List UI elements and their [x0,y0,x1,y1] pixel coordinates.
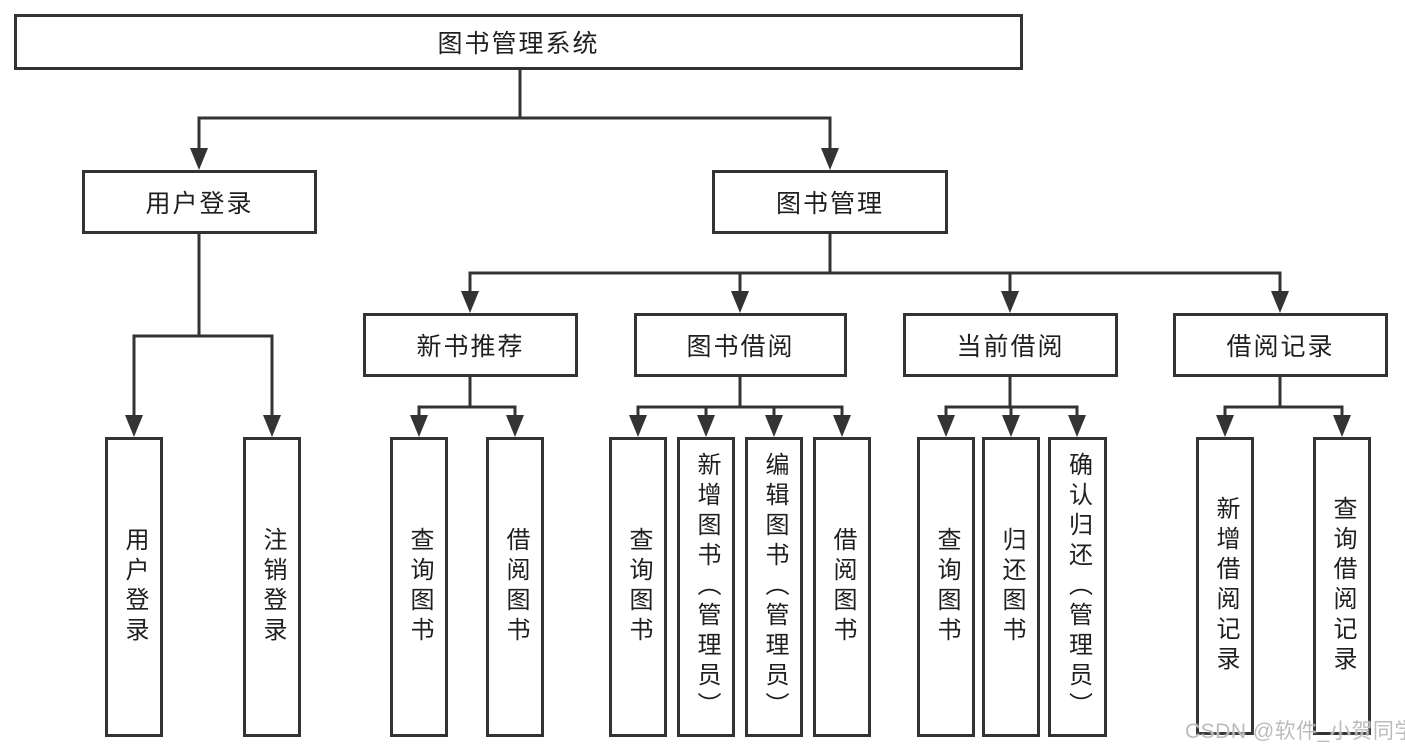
node-add-book-admin: 新增图书（管理员） [677,437,735,737]
node-borrow-book-leaf: 借阅图书 [813,437,871,737]
node-confirm-return-admin: 确认归还（管理员） [1048,437,1107,737]
node-book-management-branch: 图书管理 [712,170,948,234]
node-current-borrowing: 当前借阅 [903,313,1118,377]
node-query-book-borrowing: 查询图书 [609,437,667,737]
node-logout-leaf: 注销登录 [243,437,301,737]
node-edit-book-admin: 编辑图书（管理员） [745,437,803,737]
node-root: 图书管理系统 [14,14,1023,70]
node-new-book-recommend: 新书推荐 [363,313,578,377]
node-query-borrow-record: 查询借阅记录 [1313,437,1371,735]
node-borrow-records: 借阅记录 [1173,313,1388,377]
node-add-borrow-record: 新增借阅记录 [1196,437,1254,735]
node-return-book: 归还图书 [982,437,1040,737]
arrowheads [125,148,1351,437]
node-book-borrowing: 图书借阅 [634,313,847,377]
node-query-book-recommend: 查询图书 [390,437,448,737]
node-user-login-leaf: 用户登录 [105,437,163,737]
node-query-book-current: 查询图书 [917,437,975,737]
node-borrow-book-recommend: 借阅图书 [486,437,544,737]
node-user-login-branch: 用户登录 [82,170,317,234]
watermark: CSDN @软件_小贺同学 [1185,720,1405,743]
